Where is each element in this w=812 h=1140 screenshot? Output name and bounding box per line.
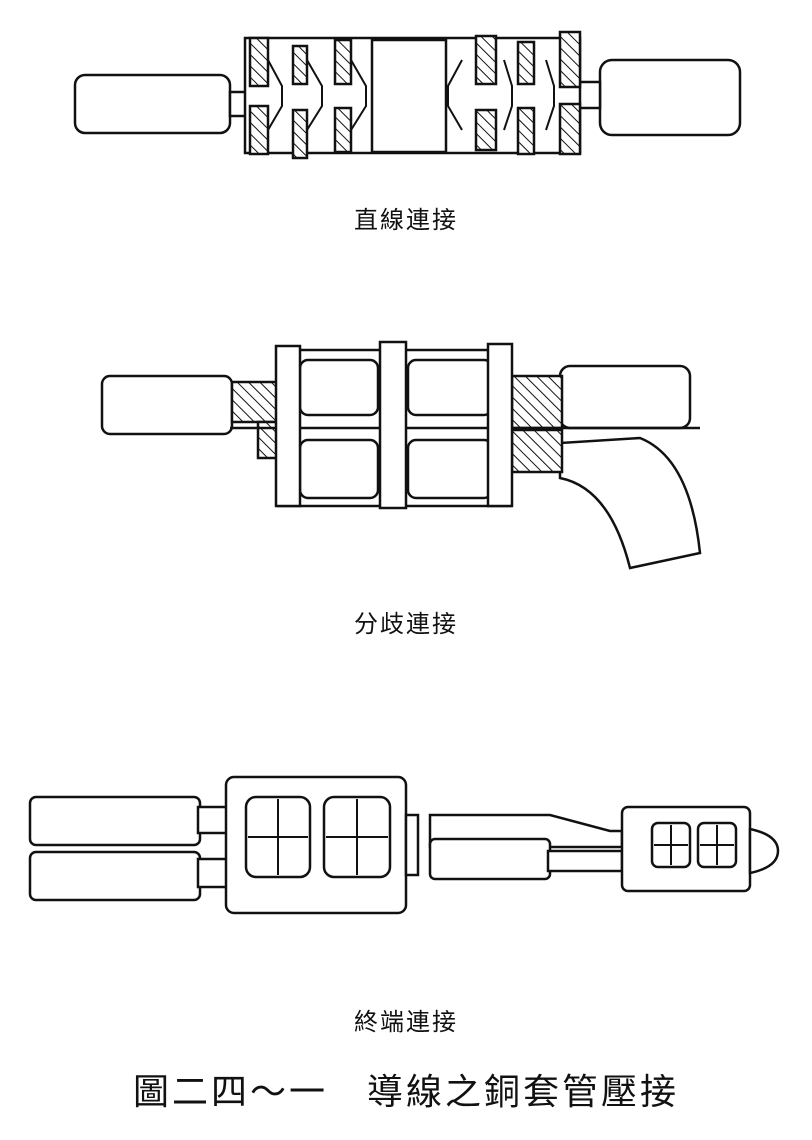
branch-splice-sleeve-icon — [100, 340, 702, 570]
straight-splice-figure — [0, 20, 812, 170]
right-core-hatched-top — [510, 374, 564, 430]
band-5-top — [516, 40, 536, 86]
caption-terminal-splice: 終端連接 — [354, 1008, 458, 1036]
pinch-6 — [545, 59, 555, 131]
sleeve-window-1 — [298, 358, 380, 417]
left-core-1 — [196, 805, 230, 835]
band-3-bottom — [333, 106, 353, 154]
large-window-2-cross — [326, 799, 388, 875]
pinch-2 — [306, 59, 323, 131]
sleeve-window-3 — [298, 438, 380, 500]
right-core — [546, 849, 624, 873]
band-1-top — [248, 36, 270, 88]
sleeve-center — [370, 38, 448, 154]
pinch-1 — [267, 59, 283, 131]
terminal-tongue — [748, 827, 780, 875]
figure-title: 圖二四～一 導線之銅套管壓接 — [132, 1072, 679, 1113]
band-2-bottom — [291, 108, 309, 160]
left-conductor — [100, 374, 234, 436]
right-conductor — [598, 58, 742, 137]
right-conductor-branch — [558, 436, 702, 570]
right-conductor-2 — [428, 837, 552, 881]
sleeve-window-2 — [406, 358, 494, 417]
band-4-bottom — [474, 108, 498, 152]
pinch-5 — [503, 59, 513, 131]
band-4-top — [474, 34, 498, 86]
band-5-bottom — [516, 106, 536, 156]
left-core-2 — [196, 857, 230, 889]
caption-straight-splice: 直線連接 — [354, 206, 458, 234]
pinch-4 — [447, 59, 463, 131]
branch-splice-figure — [0, 338, 812, 578]
crimp-ring-1 — [274, 344, 302, 508]
band-2-top — [291, 44, 309, 86]
band-1-bottom — [248, 104, 270, 156]
terminal-lug-sleeve-icon — [28, 775, 780, 915]
large-window-1-cross — [248, 799, 308, 875]
band-6-bottom — [558, 102, 582, 156]
band-6-top — [558, 30, 582, 89]
crimp-ring-3 — [486, 342, 514, 508]
left-core-hatched — [230, 380, 280, 424]
left-conductor-2 — [28, 850, 202, 902]
left-conductor — [73, 73, 232, 135]
right-core-hatched-bottom — [510, 428, 564, 474]
terminal-splice-figure — [0, 735, 812, 915]
crimp-ring-2 — [378, 340, 408, 510]
band-3-top — [333, 38, 353, 86]
right-conductor-core — [576, 80, 602, 110]
caption-branch-splice: 分歧連接 — [354, 610, 458, 638]
pinch-3 — [350, 59, 367, 131]
right-conductor-main — [558, 364, 692, 430]
sleeve-window-4 — [406, 438, 494, 500]
straight-splice-sleeve-icon — [73, 30, 742, 160]
large-sleeve-lip — [404, 813, 420, 877]
left-conductor-1 — [28, 795, 202, 847]
